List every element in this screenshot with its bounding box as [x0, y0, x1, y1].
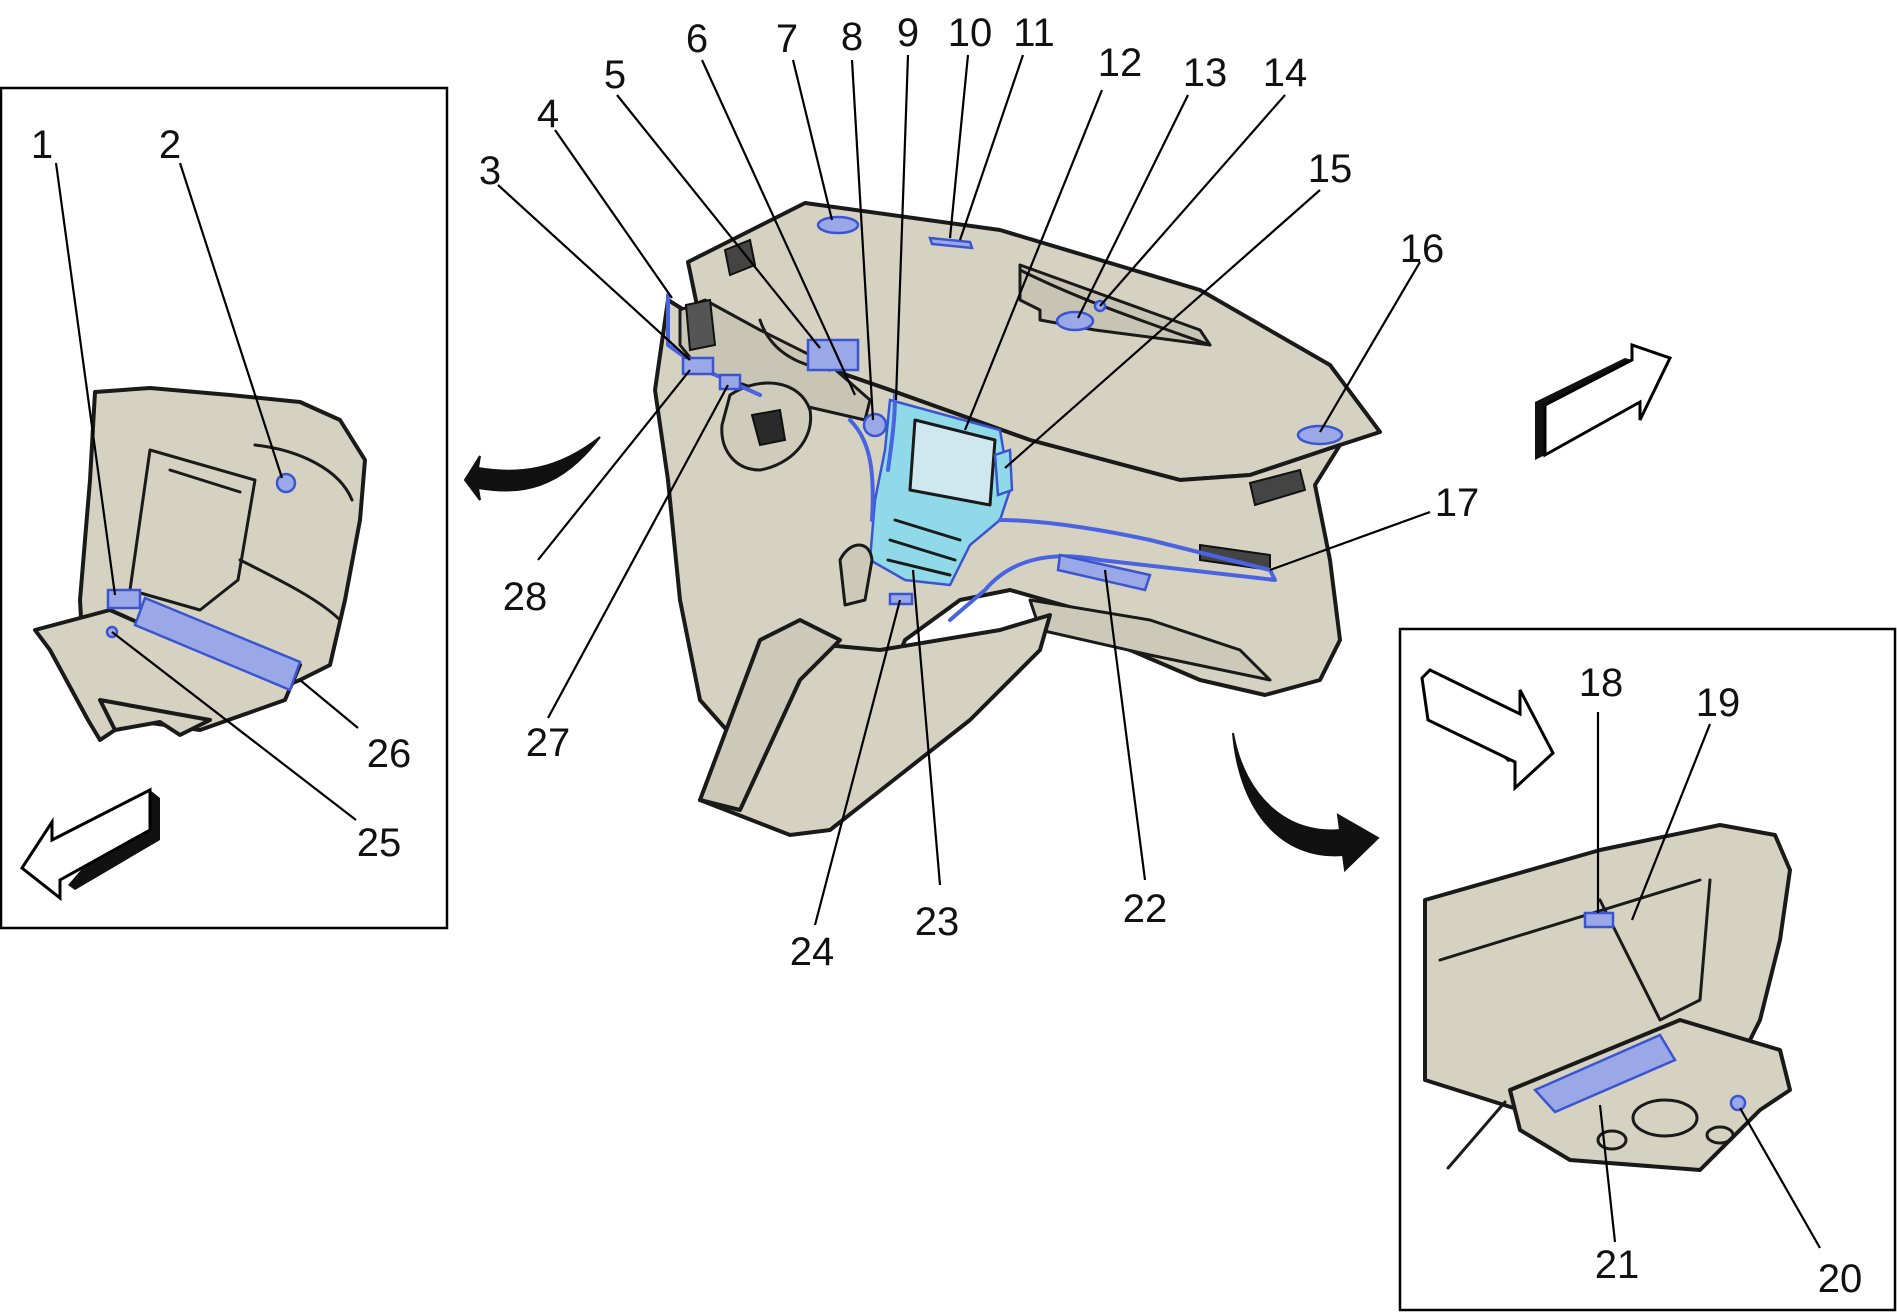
right-curved-arrow — [1232, 732, 1380, 873]
leader-23 — [911, 569, 942, 886]
callout-24: 24 — [790, 930, 835, 974]
trim-strip-17 — [948, 518, 1277, 622]
callout-labels: 1 2 3 4 5 6 7 8 9 10 11 12 13 14 15 16 1… — [31, 11, 1862, 1301]
callout-22: 22 — [1123, 887, 1168, 931]
leader-25 — [111, 631, 357, 821]
right-vent — [1248, 468, 1307, 507]
speaker-16 — [1296, 424, 1344, 446]
leader-lines — [54, 54, 1821, 1249]
knee-bolster-trim-26 — [133, 596, 302, 692]
button-8 — [862, 412, 888, 438]
left-vent — [684, 298, 717, 352]
knee-bolster-trim-21 — [1532, 1033, 1677, 1114]
switch-28 — [681, 356, 715, 376]
leader-4 — [554, 129, 673, 299]
callout-16: 16 — [1400, 227, 1445, 271]
leader-1 — [54, 162, 117, 596]
right-inset-lower-panel — [1508, 1018, 1792, 1172]
left-curved-arrow — [463, 436, 601, 501]
leader-27 — [547, 384, 729, 719]
callout-4: 4 — [537, 92, 559, 136]
leader-7 — [791, 59, 834, 221]
leader-2 — [178, 162, 284, 479]
callout-23: 23 — [915, 900, 960, 944]
left-inset-frame — [0, 86, 449, 930]
callout-13: 13 — [1183, 51, 1228, 95]
leader-8 — [850, 59, 875, 421]
leader-28 — [537, 369, 691, 561]
upper-right-direction-arrow — [1535, 342, 1673, 460]
knob-2 — [275, 472, 297, 494]
callout-26: 26 — [367, 732, 412, 776]
speaker-13 — [1055, 310, 1095, 332]
leader-20 — [1739, 1107, 1821, 1249]
leader-3 — [497, 184, 691, 361]
leader-5 — [616, 94, 821, 349]
left-inset-view — [0, 86, 449, 930]
leader-10 — [948, 54, 970, 239]
left-inset-direction-arrow — [19, 787, 160, 902]
leader-26 — [299, 679, 359, 729]
right-inset-direction-arrow — [1420, 668, 1555, 792]
trim-15 — [993, 448, 1014, 497]
callout-3: 3 — [479, 149, 501, 193]
switch-1 — [106, 588, 142, 610]
leader-13 — [1077, 94, 1189, 319]
leader-12 — [963, 89, 1104, 431]
callout-20: 20 — [1818, 1257, 1863, 1301]
callout-2: 2 — [159, 123, 181, 167]
trim-22 — [1056, 553, 1152, 592]
switch-27 — [718, 373, 742, 391]
center-display — [908, 418, 997, 507]
callout-15: 15 — [1308, 147, 1353, 191]
callout-1: 1 — [31, 123, 53, 167]
leader-21 — [1598, 1104, 1617, 1243]
leader-15 — [1004, 189, 1321, 469]
leader-6 — [700, 59, 857, 396]
callout-17: 17 — [1435, 481, 1480, 525]
trim-strip-9 — [886, 393, 897, 472]
fastener-20 — [1729, 1094, 1747, 1112]
callout-21: 21 — [1595, 1243, 1640, 1287]
callout-27: 27 — [526, 721, 571, 765]
callout-18: 18 — [1579, 661, 1624, 705]
callout-10: 10 — [948, 11, 993, 55]
leader-24 — [813, 599, 902, 926]
leader-9 — [894, 54, 910, 401]
callout-7: 7 — [776, 17, 798, 61]
leader-11 — [958, 54, 1025, 241]
leader-14 — [1099, 94, 1286, 307]
right-inset-frame — [1398, 627, 1897, 1312]
callout-5: 5 — [604, 53, 626, 97]
callout-8: 8 — [841, 15, 863, 59]
leader-19 — [1630, 723, 1712, 921]
callout-19: 19 — [1696, 681, 1741, 725]
instrument-panel-main — [653, 201, 1382, 837]
callout-28: 28 — [503, 575, 548, 619]
callout-25: 25 — [357, 821, 402, 865]
callout-9: 9 — [897, 11, 919, 55]
leader-16 — [1319, 261, 1421, 433]
right-inset-view — [1398, 627, 1897, 1312]
leader-22 — [1103, 569, 1147, 881]
switch-18 — [1583, 911, 1615, 929]
callout-12: 12 — [1098, 41, 1143, 85]
callout-14: 14 — [1263, 51, 1308, 95]
speaker-7 — [816, 215, 860, 235]
leader-17 — [1269, 510, 1431, 572]
callout-11: 11 — [1013, 11, 1055, 55]
sensor-11 — [928, 236, 974, 250]
callout-6: 6 — [686, 17, 708, 61]
switch-24 — [888, 592, 914, 606]
